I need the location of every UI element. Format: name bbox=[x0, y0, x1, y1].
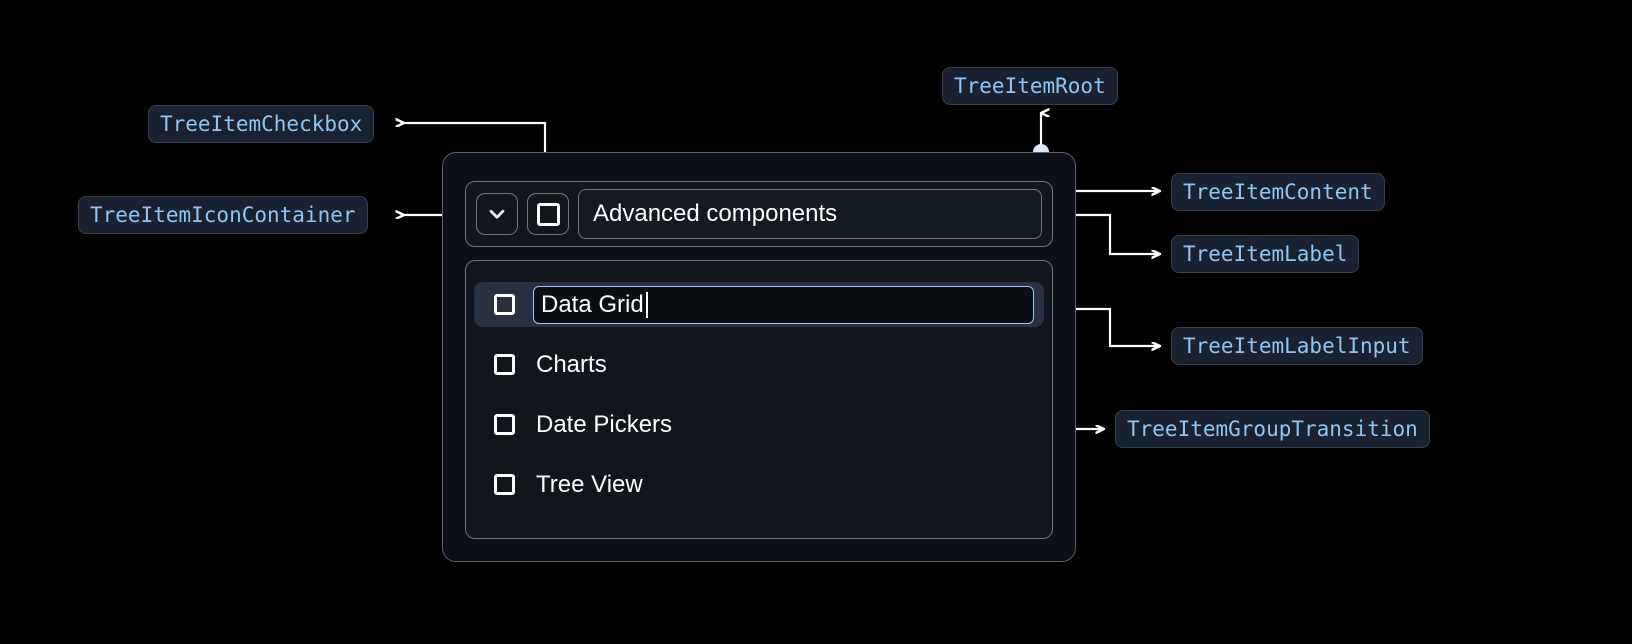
tree-item-label: Charts bbox=[536, 350, 607, 378]
tree-item-root[interactable]: Advanced components Data Grid Charts Dat… bbox=[442, 152, 1076, 562]
tree-item-label: Tree View bbox=[536, 470, 643, 498]
checkbox-unchecked-icon[interactable] bbox=[494, 294, 515, 315]
checkbox-unchecked-icon[interactable] bbox=[494, 414, 515, 435]
tree-item-icon-container[interactable] bbox=[476, 193, 518, 235]
checkbox-unchecked-icon[interactable] bbox=[494, 354, 515, 375]
checkbox-unchecked-icon[interactable] bbox=[494, 474, 515, 495]
tree-item-label: Date Pickers bbox=[536, 410, 673, 438]
tree-item-child-row[interactable]: Date Pickers bbox=[466, 402, 1052, 447]
annotation-chip-tree-item-label: TreeItemLabel bbox=[1171, 235, 1360, 273]
annotation-chip-tree-item-label-input: TreeItemLabelInput bbox=[1171, 327, 1423, 365]
tree-item-group-transition: Data Grid Charts Date Pickers Tree View bbox=[465, 260, 1053, 539]
tree-item-label-input[interactable]: Data Grid bbox=[533, 285, 1034, 324]
tree-item-label[interactable]: Advanced components bbox=[578, 189, 1042, 239]
checkbox-unchecked-icon bbox=[536, 202, 560, 226]
text-caret bbox=[645, 291, 648, 318]
tree-item-child-row[interactable]: Data Grid bbox=[474, 282, 1044, 327]
annotation-chip-tree-item-icon-container: TreeItemIconContainer bbox=[78, 196, 368, 234]
tree-item-checkbox[interactable] bbox=[527, 193, 569, 235]
chevron-down-icon bbox=[489, 209, 505, 219]
tree-item-child-row[interactable]: Tree View bbox=[466, 462, 1052, 507]
annotation-chip-tree-item-root: TreeItemRoot bbox=[942, 67, 1118, 105]
annotation-chip-tree-item-group-transition: TreeItemGroupTransition bbox=[1115, 410, 1430, 448]
tree-item-child-row[interactable]: Charts bbox=[466, 342, 1052, 387]
tree-item-label-input-value: Data Grid bbox=[541, 290, 644, 318]
annotation-chip-tree-item-checkbox: TreeItemCheckbox bbox=[148, 105, 375, 143]
annotation-chip-tree-item-content: TreeItemContent bbox=[1171, 173, 1385, 211]
tree-item-content[interactable]: Advanced components bbox=[465, 181, 1053, 247]
